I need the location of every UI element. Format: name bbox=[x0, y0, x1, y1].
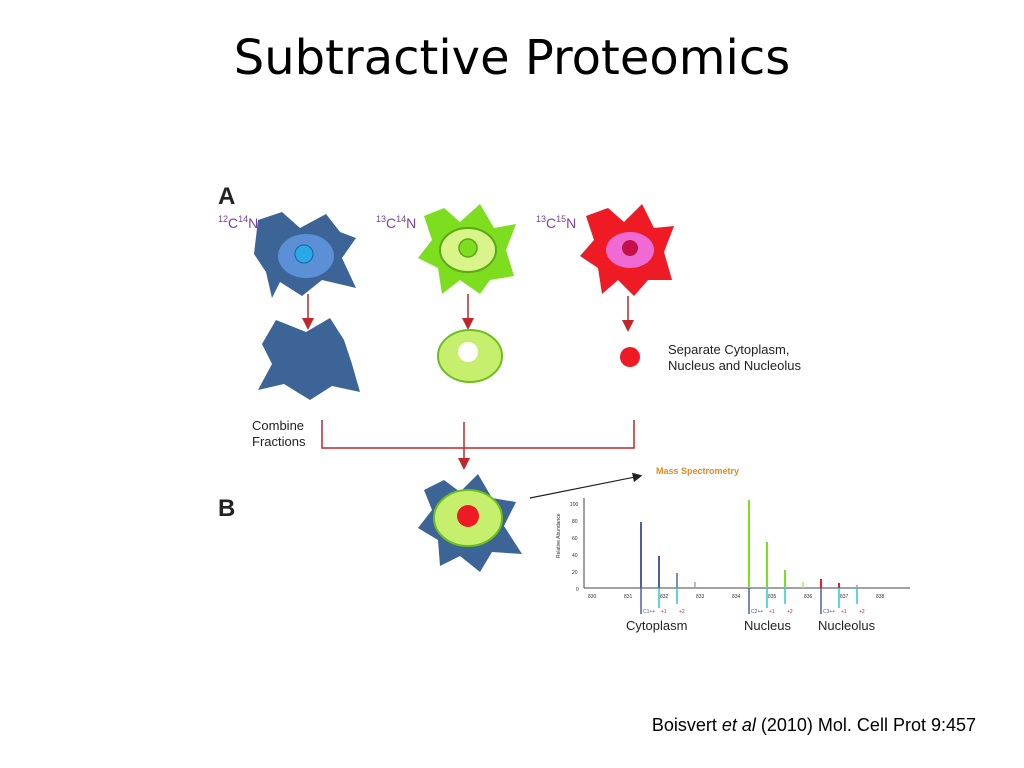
separate-label-line2: Nucleus and Nucleolus bbox=[668, 358, 801, 373]
compartment-label-cytoplasm: Cytoplasm bbox=[626, 618, 687, 633]
subtractive-proteomics-figure: A B 12C14N 13C14N 13C15N bbox=[210, 168, 930, 648]
y-tick-0: 0 bbox=[576, 587, 579, 593]
isotope-label-2: 13C14N bbox=[376, 214, 416, 231]
y-tick-20: 20 bbox=[572, 570, 578, 576]
figure-canvas: A B 12C14N 13C14N 13C15N bbox=[218, 183, 910, 633]
peak-tag-c2-p1: +1 bbox=[769, 609, 775, 615]
svg-text:12C14N: 12C14N bbox=[218, 214, 258, 231]
svg-text:13C15N: 13C15N bbox=[536, 214, 576, 231]
cytoplasm-fraction bbox=[258, 318, 360, 400]
x-tick-838: 838 bbox=[876, 594, 885, 600]
peak-tag-c1: C1++ bbox=[643, 609, 655, 615]
combine-bracket bbox=[321, 420, 635, 449]
citation-author: Boisvert bbox=[651, 715, 722, 735]
x-tick-837: 837 bbox=[840, 594, 849, 600]
peak-tag-c3-p1: +1 bbox=[841, 609, 847, 615]
citation-etal: et al bbox=[721, 715, 756, 735]
peak-tag-c3: C3++ bbox=[823, 609, 835, 615]
y-axis-label: Relative Abundance bbox=[556, 513, 562, 558]
x-tick-836: 836 bbox=[804, 594, 813, 600]
arrow-to-mass-spec bbox=[529, 472, 643, 499]
combine-label-line1: Combine bbox=[252, 418, 304, 433]
y-tick-100: 100 bbox=[570, 502, 579, 508]
citation: Boisvert et al (2010) Mol. Cell Prot 9:4… bbox=[652, 715, 976, 736]
peak-tag-c1-p2: +2 bbox=[679, 609, 685, 615]
combined-cell bbox=[418, 474, 522, 572]
combine-label-line2: Fractions bbox=[252, 434, 306, 449]
mass-spectrum: Relative Abundance 100 80 60 40 20 0 830… bbox=[556, 498, 910, 633]
nucleolus-fraction bbox=[620, 347, 640, 367]
nucleus-fraction bbox=[437, 329, 503, 383]
green-cell-whole bbox=[418, 204, 516, 294]
y-tick-40: 40 bbox=[572, 553, 578, 559]
blue-cell-whole bbox=[254, 212, 356, 298]
y-tick-60: 60 bbox=[572, 536, 578, 542]
peak-tag-c1-p1: +1 bbox=[661, 609, 667, 615]
red-cell-whole bbox=[580, 204, 674, 296]
slide-title: Subtractive Proteomics bbox=[233, 30, 791, 86]
x-tick-834: 834 bbox=[732, 594, 741, 600]
compartment-label-nucleus: Nucleus bbox=[744, 618, 791, 633]
x-tick-832: 832 bbox=[660, 594, 669, 600]
peak-tag-c2-p2: +2 bbox=[787, 609, 793, 615]
citation-rest: (2010) Mol. Cell Prot 9:457 bbox=[755, 715, 976, 735]
mass-spec-label: Mass Spectrometry bbox=[656, 466, 739, 476]
panel-b-label: B bbox=[218, 495, 235, 522]
panel-a-label: A bbox=[218, 183, 235, 210]
separate-label-line1: Separate Cytoplasm, bbox=[668, 342, 789, 357]
x-tick-833: 833 bbox=[696, 594, 705, 600]
peak-tag-c2: C2++ bbox=[751, 609, 763, 615]
x-tick-831: 831 bbox=[624, 594, 633, 600]
x-tick-830: 830 bbox=[588, 594, 597, 600]
svg-text:13C14N: 13C14N bbox=[376, 214, 416, 231]
y-tick-80: 80 bbox=[572, 519, 578, 525]
x-tick-835: 835 bbox=[768, 594, 777, 600]
peak-tag-c3-p2: +2 bbox=[859, 609, 865, 615]
isotope-label-1: 12C14N bbox=[218, 214, 258, 231]
isotope-label-3: 13C15N bbox=[536, 214, 576, 231]
compartment-label-nucleolus: Nucleolus bbox=[818, 618, 876, 633]
